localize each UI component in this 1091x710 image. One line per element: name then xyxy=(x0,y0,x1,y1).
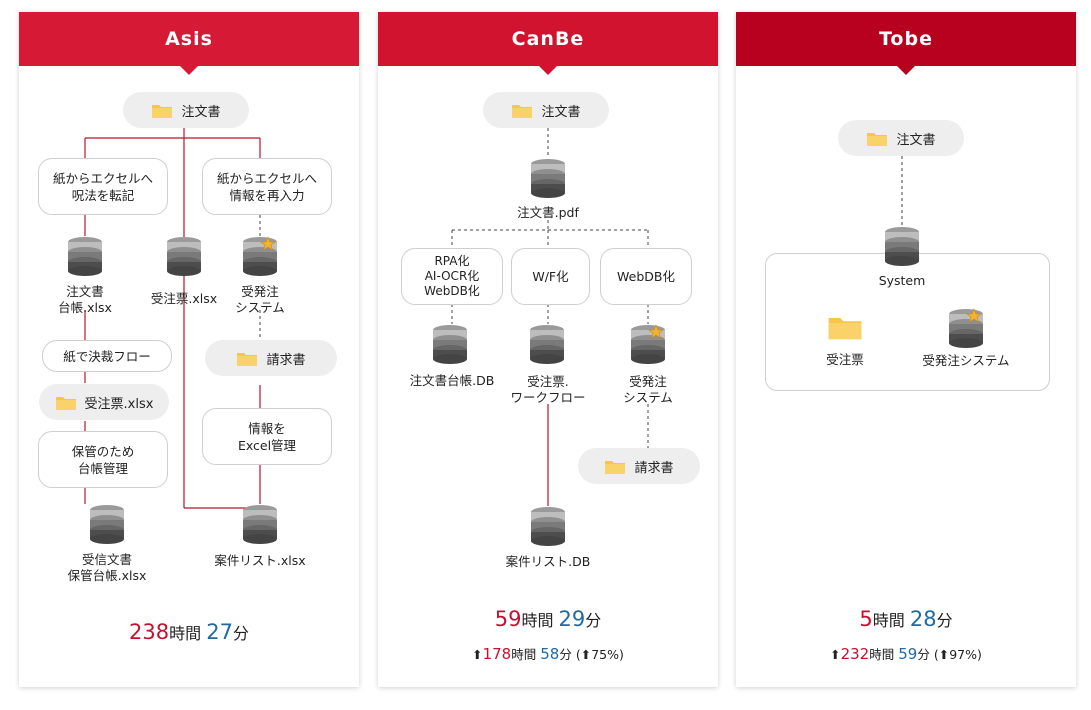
asis-case-label: 案件リスト.xlsx xyxy=(214,553,306,568)
database-star-icon xyxy=(631,324,665,364)
tobe-panel: Tobe 注文書 System 受注票 受発注システム 5時間 28分 ⬆232… xyxy=(736,12,1076,687)
asis-received-label: 受信文書 保管台帳.xlsx xyxy=(67,552,147,583)
tobe-order-doc: 注文書 xyxy=(838,120,964,156)
canbe-box-wf: W/F化 xyxy=(511,248,590,305)
folder-icon xyxy=(55,394,76,410)
tobe-total-time: 5時間 28分 xyxy=(859,607,953,631)
asis-order-label: 注文書 xyxy=(181,104,221,120)
folder-icon xyxy=(827,313,863,341)
canbe-order-label: 注文書 xyxy=(541,104,581,120)
tobe-title: Tobe xyxy=(879,28,933,50)
tobe-order-slip-label: 受注票 xyxy=(826,352,864,367)
database-star-icon xyxy=(243,236,277,276)
asis-box-excel: 情報を Excel管理 xyxy=(202,408,332,465)
canbe-case-label: 案件リスト.DB xyxy=(505,554,591,569)
tobe-header: Tobe xyxy=(736,12,1076,75)
database-icon xyxy=(243,505,277,544)
up-arrow-icon: ⬆ xyxy=(830,647,841,662)
canbe-box-webdb: WebDB化 xyxy=(600,248,692,305)
canbe-pdf-label: 注文書.pdf xyxy=(517,205,579,220)
asis-total-time: 238時間 27分 xyxy=(129,620,249,644)
asis-header: Asis xyxy=(19,12,359,75)
database-icon xyxy=(531,507,565,546)
asis-order-slip: 受注票.xlsx xyxy=(39,384,169,420)
canbe-box-rpa: RPA化 AI-OCR化 WebDB化 xyxy=(401,248,503,305)
asis-order-doc: 注文書 xyxy=(123,92,249,128)
canbe-saving: ⬆178時間 58分 (⬆75%) xyxy=(472,645,624,663)
folder-icon xyxy=(151,102,173,118)
tobe-order-system-label: 受発注システム xyxy=(922,353,1010,368)
folder-icon xyxy=(236,350,258,366)
asis-invoice: 請求書 xyxy=(205,340,337,376)
canbe-ledger-label: 注文書台帳.DB xyxy=(409,373,495,388)
canbe-workflow-label: 受注票. ワークフロー xyxy=(510,374,586,405)
canbe-order-doc: 注文書 xyxy=(483,92,609,128)
canbe-system-label: 受発注 システム xyxy=(623,374,673,405)
asis-approval-flow: 紙で決裁フロー xyxy=(42,340,172,372)
up-arrow-icon: ⬆ xyxy=(580,647,592,662)
asis-order-xlsx-label: 受注票.xlsx xyxy=(150,291,218,306)
canbe-invoice: 請求書 xyxy=(578,448,700,484)
database-icon xyxy=(433,325,467,364)
database-icon xyxy=(68,237,102,276)
asis-title: Asis xyxy=(165,28,213,50)
folder-icon xyxy=(866,130,888,146)
asis-system-label: 受発注 システム xyxy=(235,284,285,315)
database-icon xyxy=(530,325,564,364)
tobe-saving: ⬆232時間 59分 (⬆97%) xyxy=(830,645,982,663)
canbe-panel: CanBe 注文書 注文書.pdf RPA化 AI-OCR化 WebDB化 W/… xyxy=(378,12,718,687)
canbe-header: CanBe xyxy=(378,12,718,75)
database-icon xyxy=(90,505,124,544)
up-arrow-icon: ⬆ xyxy=(472,647,483,662)
tobe-system-label: System xyxy=(878,273,926,288)
asis-panel: Asis 注文書 紙からエクセルへ 呪法を転記 紙からエクセルへ 情報を再入力 … xyxy=(19,12,359,687)
folder-icon xyxy=(604,458,626,474)
up-arrow-icon: ⬆ xyxy=(938,647,950,662)
tobe-system-container xyxy=(765,253,1050,391)
asis-invoice-label: 請求書 xyxy=(266,352,306,368)
database-icon xyxy=(531,159,565,198)
database-icon xyxy=(885,227,919,266)
asis-order-slip-label: 受注票.xlsx xyxy=(84,396,154,412)
canbe-total-time: 59時間 29分 xyxy=(494,607,602,631)
asis-box-transcribe: 紙からエクセルへ 呪法を転記 xyxy=(38,158,168,215)
canbe-title: CanBe xyxy=(511,28,585,50)
database-star-icon xyxy=(949,308,983,348)
database-icon xyxy=(167,237,201,276)
tobe-order-label: 注文書 xyxy=(896,132,936,148)
asis-box-keep: 保管のため 台帳管理 xyxy=(38,431,168,488)
canbe-invoice-label: 請求書 xyxy=(634,460,674,476)
asis-ledger-label: 注文書 台帳.xlsx xyxy=(58,284,112,315)
folder-icon xyxy=(511,102,533,118)
asis-box-reenter: 紙からエクセルへ 情報を再入力 xyxy=(202,158,332,215)
